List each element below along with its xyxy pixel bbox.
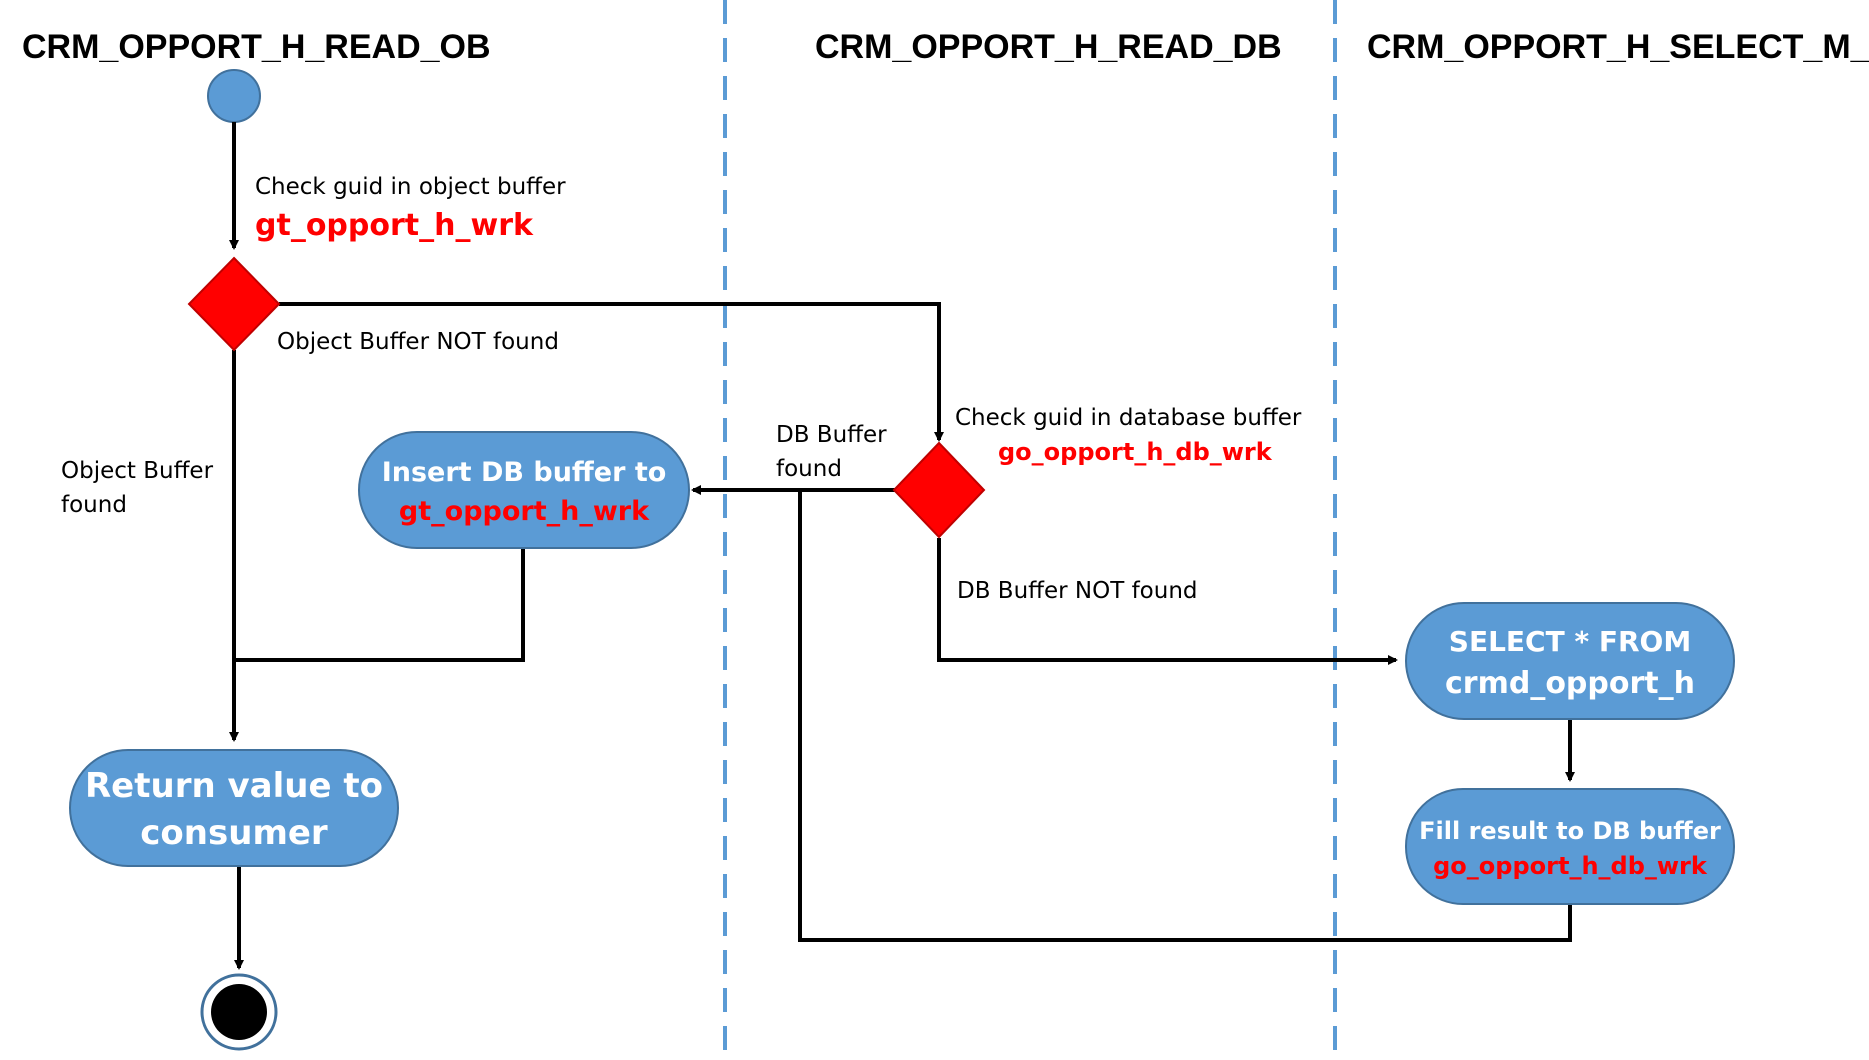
- flow-insert-to-return: [234, 548, 525, 662]
- action-insert-db-buffer: [358, 431, 690, 549]
- fill-node-line1: Fill result to DB buffer: [1419, 817, 1721, 845]
- decision-object-buffer: [187, 256, 281, 352]
- decision-db-buffer: [892, 441, 986, 539]
- flow-object-not-found: [279, 302, 944, 442]
- lane-title-read-ob: CRM_OPPORT_H_READ_OB: [22, 28, 491, 66]
- label-object-buffer-found-line2: found: [61, 492, 127, 518]
- label-db-buffer-not-found: DB Buffer NOT found: [957, 578, 1198, 604]
- flow-fill-back-to-insert: [798, 490, 1572, 942]
- fill-node-line2: go_opport_h_db_wrk: [1433, 852, 1708, 880]
- label-db-buffer-found-line2: found: [776, 456, 842, 482]
- select-node-line1: SELECT * FROM: [1449, 625, 1691, 658]
- select-node-line2: crmd_opport_h: [1445, 666, 1695, 701]
- return-node-line2: consumer: [140, 813, 328, 853]
- action-select-from-db: [1405, 602, 1735, 720]
- label-object-buffer-not-found: Object Buffer NOT found: [277, 329, 559, 355]
- action-fill-db-buffer: [1405, 788, 1735, 905]
- label-check-db-buffer: Check guid in database buffer: [955, 405, 1302, 431]
- label-db-buffer-variable: go_opport_h_db_wrk: [998, 438, 1273, 466]
- lane-title-read-db: CRM_OPPORT_H_READ_DB: [815, 28, 1282, 66]
- label-check-object-buffer: Check guid in object buffer: [255, 174, 566, 200]
- label-db-buffer-found-line1: DB Buffer: [776, 422, 887, 448]
- label-object-buffer-variable: gt_opport_h_wrk: [255, 208, 534, 243]
- return-node-line1: Return value to: [85, 766, 383, 806]
- insert-node-line1: Insert DB buffer to: [382, 457, 667, 488]
- lane-title-select-m-db: CRM_OPPORT_H_SELECT_M_DB: [1367, 28, 1869, 66]
- final-node-core: [211, 984, 267, 1040]
- label-object-buffer-found-line1: Object Buffer: [61, 458, 214, 484]
- insert-node-line2: gt_opport_h_wrk: [399, 496, 650, 527]
- initial-node: [207, 69, 261, 123]
- flow-db-not-found: [937, 538, 1398, 665]
- action-return-value: [69, 749, 399, 867]
